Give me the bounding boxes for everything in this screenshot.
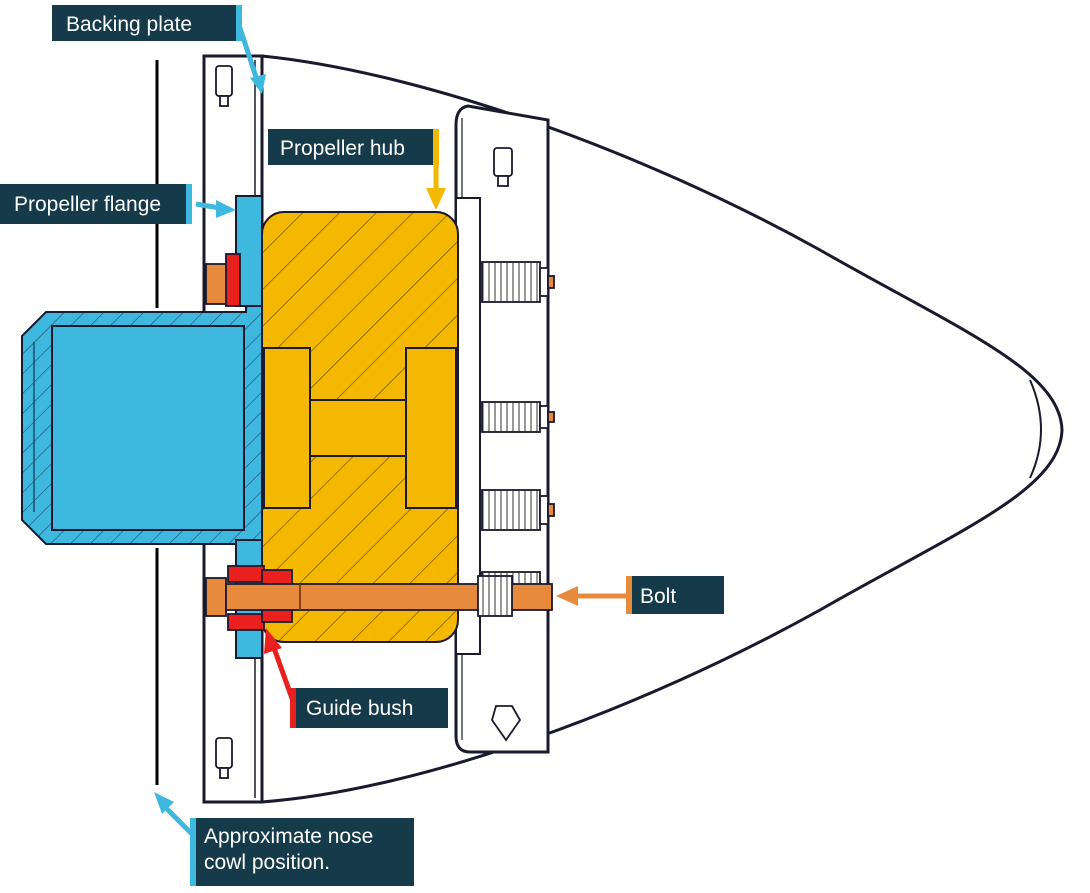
- leader-bolt: [556, 586, 628, 606]
- leader-propeller-flange: [195, 200, 236, 218]
- label-propeller-flange: Propeller flange: [0, 184, 192, 224]
- spinner-tip: [1029, 379, 1042, 479]
- label-backing-plate: Backing plate: [52, 5, 242, 41]
- label-text: Approximate nose cowl position.: [204, 825, 374, 875]
- label-guide-bush: Guide bush: [290, 688, 448, 728]
- label-stripe: [186, 184, 192, 224]
- label-text: Bolt: [640, 585, 677, 608]
- label-bolt: Bolt: [626, 576, 724, 614]
- label-text: Guide bush: [306, 697, 414, 720]
- label-text: Propeller hub: [280, 137, 405, 160]
- label-stripe: [290, 688, 296, 728]
- label-stripe: [626, 576, 632, 614]
- propeller-flange-part: [21, 195, 263, 659]
- label-stripe: [190, 818, 196, 886]
- label-propeller-hub: Propeller hub: [268, 129, 439, 165]
- label-stripe: [433, 129, 439, 165]
- propeller-hub-part: [261, 211, 459, 643]
- bolt-part: [205, 575, 553, 617]
- label-text: Backing plate: [66, 13, 193, 36]
- label-nose-cowl: Approximate nose cowl position.: [190, 818, 414, 886]
- flange-nut-top: [205, 253, 241, 307]
- label-stripe: [236, 5, 242, 41]
- label-text: Propeller flange: [14, 193, 162, 216]
- small-fasteners: [215, 65, 522, 779]
- leader-backing-plate: [237, 27, 266, 94]
